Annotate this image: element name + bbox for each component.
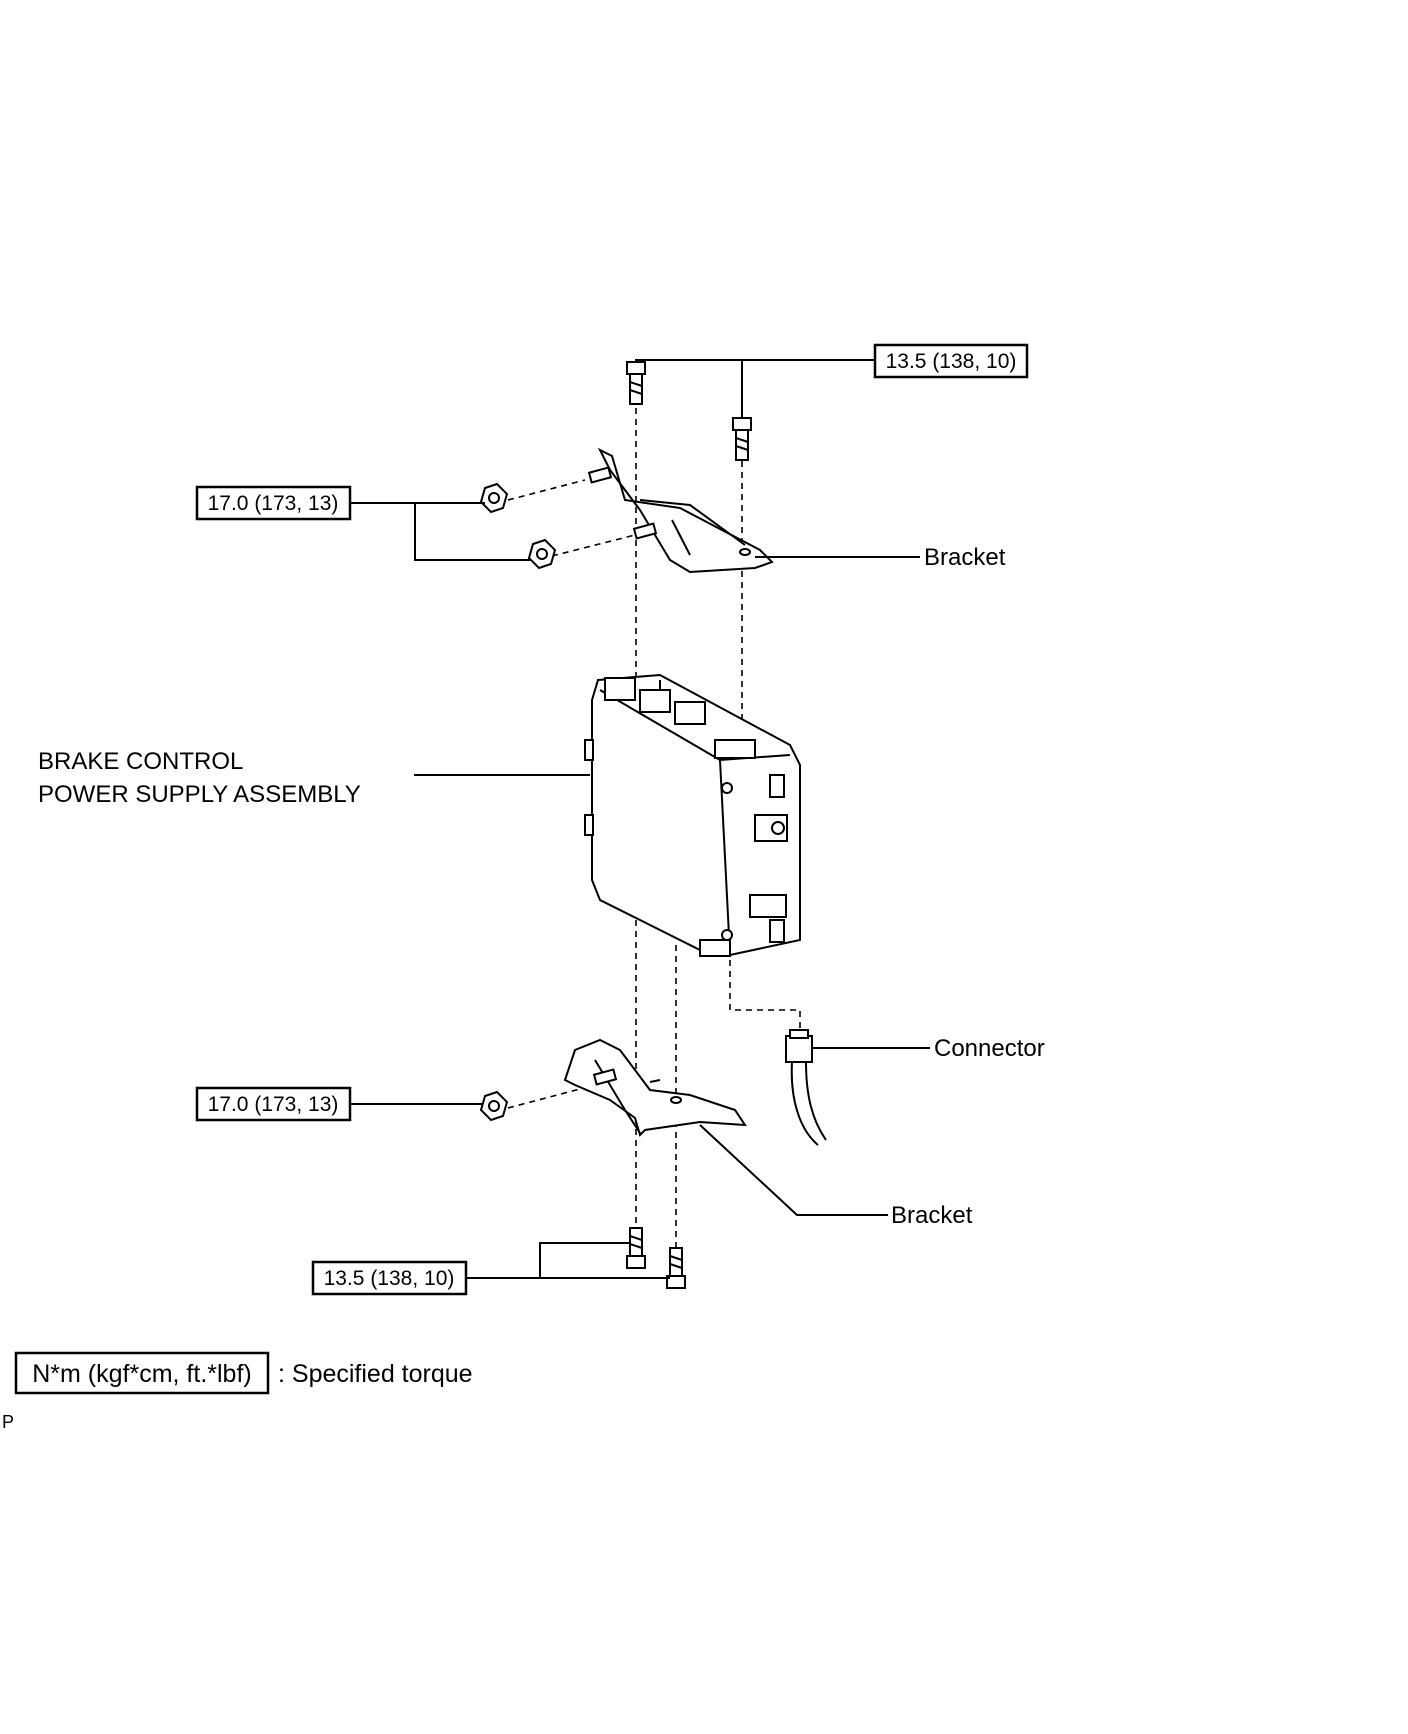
lower-bracket: [563, 1038, 747, 1137]
bracket-lower-label: Bracket: [891, 1202, 973, 1229]
svg-text:17.0 (173, 13): 17.0 (173, 13): [208, 1093, 339, 1116]
svg-text:17.0 (173, 13): 17.0 (173, 13): [208, 492, 339, 515]
torque-legend: N*m (kgf*cm, ft.*lbf) : Specified torque: [14, 1351, 473, 1395]
bottom-bolt-left: [626, 1227, 646, 1269]
torque-label-upper-nuts: 17.0 (173, 13): [195, 485, 352, 521]
lower-nut: [479, 1090, 509, 1122]
corner-code: P: [2, 1412, 14, 1432]
connector-label: Connector: [934, 1035, 1045, 1062]
bracket-upper-label: Bracket: [924, 544, 1006, 571]
svg-text:13.5 (138, 10): 13.5 (138, 10): [324, 1267, 455, 1290]
torque-label-bottom: 13.5 (138, 10): [311, 1260, 468, 1296]
torque-label-top: 13.5 (138, 10): [873, 343, 1029, 379]
legend-description: : Specified torque: [278, 1360, 473, 1388]
torque-label-lower-nut: 17.0 (173, 13): [195, 1086, 352, 1122]
upper-bracket: [587, 447, 774, 574]
assembly-label-line2: POWER SUPPLY ASSEMBLY: [38, 781, 361, 808]
upper-nut-2: [527, 538, 557, 570]
svg-text:13.5 (138, 10): 13.5 (138, 10): [886, 350, 1017, 373]
upper-nut-1: [479, 482, 509, 514]
connector-part: [785, 1029, 827, 1146]
bottom-bolt-right: [666, 1247, 686, 1289]
legend-unit: N*m (kgf*cm, ft.*lbf): [32, 1360, 251, 1388]
top-bolt-left: [626, 361, 646, 405]
power-supply-assembly: [584, 673, 801, 957]
assembly-label-line1: BRAKE CONTROL: [38, 748, 243, 775]
leader-lines: [350, 359, 930, 1279]
top-bolt-right: [732, 417, 752, 461]
